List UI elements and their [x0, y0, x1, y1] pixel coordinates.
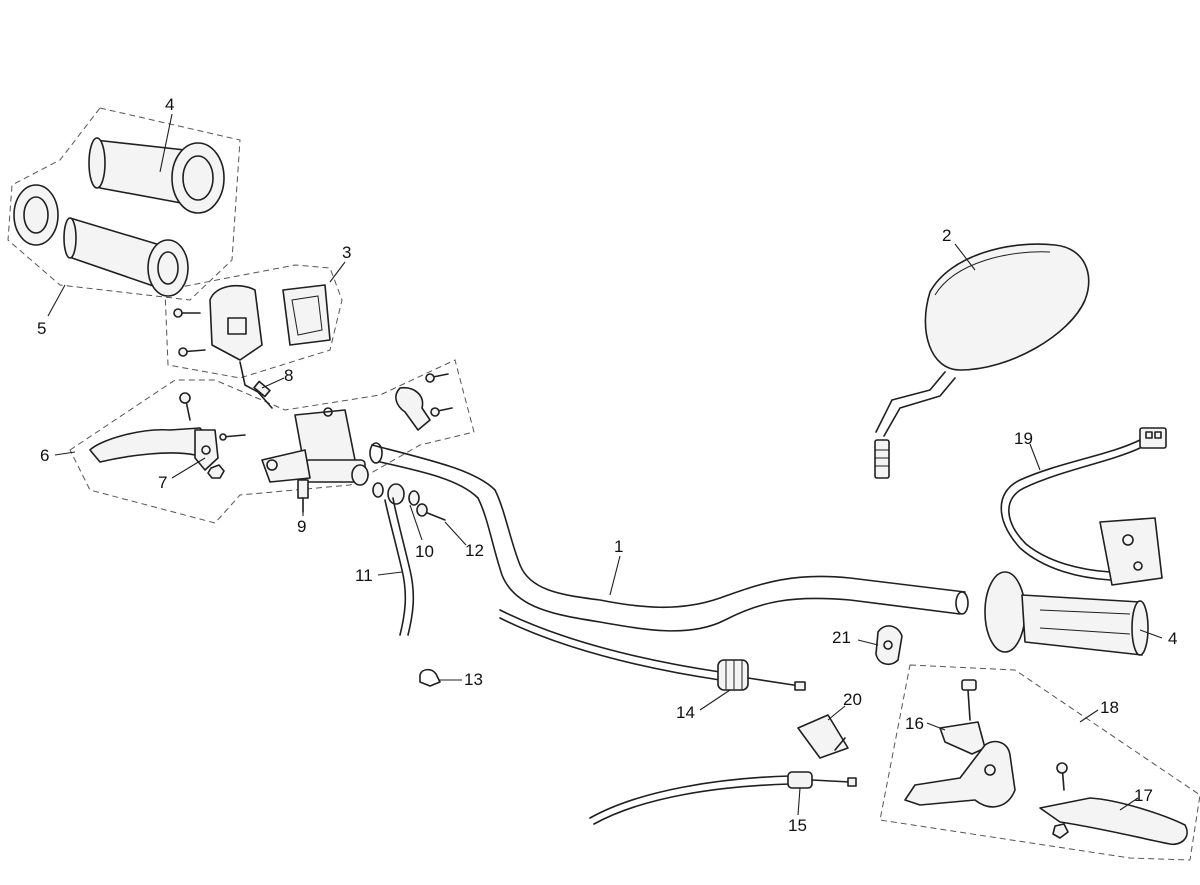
clutch-lever-bracket[interactable]	[904, 679, 1016, 808]
group-outline-left-lever	[69, 359, 475, 524]
leader-16	[926, 722, 946, 731]
leader-17	[1119, 797, 1139, 811]
leader-21	[857, 639, 879, 646]
callout-18: 18	[1100, 698, 1119, 717]
right-switch-assembly[interactable]	[1000, 427, 1167, 586]
group-outline-grips	[7, 107, 241, 301]
callout-14: 14	[676, 703, 695, 722]
clutch-lever[interactable]	[1039, 762, 1188, 846]
callout-3: 3	[342, 243, 351, 262]
master-cylinder-clamp[interactable]	[395, 373, 453, 431]
clutch-clamp[interactable]	[875, 625, 903, 666]
leader-5	[47, 284, 66, 317]
banjo-bolt[interactable]	[416, 503, 446, 521]
leader-19	[1029, 443, 1041, 471]
callout-10: 10	[415, 542, 434, 561]
grip-ring[interactable]	[13, 184, 59, 246]
leader-4a	[159, 113, 173, 173]
leader-20	[827, 705, 846, 721]
leader-15	[797, 787, 801, 816]
callout-4b: 4	[1168, 629, 1177, 648]
brake-master-cylinder[interactable]	[261, 407, 369, 486]
callout-20: 20	[843, 690, 862, 709]
leader-11	[377, 571, 403, 576]
callout-2: 2	[942, 226, 951, 245]
leader-3	[329, 261, 346, 283]
callout-17: 17	[1134, 786, 1153, 805]
leader-18	[1079, 709, 1099, 723]
lever-nut[interactable]	[207, 464, 225, 479]
hose-clip[interactable]	[419, 668, 441, 687]
leader-14	[699, 689, 731, 711]
callout-5: 5	[37, 319, 46, 338]
left-brake-lever[interactable]	[89, 427, 219, 471]
callout-11: 11	[355, 566, 373, 585]
callout-21: 21	[832, 628, 851, 647]
lever-adjuster-screw[interactable]	[219, 433, 246, 441]
left-grip[interactable]	[88, 137, 225, 214]
leader-10	[409, 504, 423, 541]
clutch-cable[interactable]	[589, 771, 857, 825]
callout-8: 8	[284, 366, 293, 385]
brake-hose[interactable]	[384, 497, 415, 636]
leader-4b	[1139, 629, 1163, 639]
leader-2	[954, 243, 976, 271]
callout-1: 1	[614, 537, 623, 556]
callout-15: 15	[788, 816, 807, 835]
callout-9: 9	[297, 517, 306, 536]
mirror[interactable]	[874, 243, 1090, 479]
right-grip[interactable]	[984, 571, 1149, 656]
cable-boot[interactable]	[797, 714, 849, 759]
leader-7	[171, 457, 206, 479]
callout-12: 12	[465, 541, 484, 560]
callout-19: 19	[1014, 429, 1033, 448]
throttle-tube[interactable]	[63, 217, 189, 297]
left-switch-housing[interactable]	[173, 284, 331, 361]
leader-6	[54, 451, 76, 456]
callout-13: 13	[464, 670, 483, 689]
leader-8	[261, 377, 285, 389]
lever-pivot-bolt[interactable]	[179, 392, 191, 421]
callout-4a: 4	[165, 95, 174, 114]
sealing-washer[interactable]	[372, 482, 420, 506]
callout-7: 7	[158, 473, 167, 492]
group-outline-right-lever	[879, 664, 1200, 861]
leader-12	[444, 521, 467, 546]
throttle-cable[interactable]	[499, 609, 806, 691]
brake-switch[interactable]	[239, 361, 273, 409]
handlebar[interactable]	[369, 442, 969, 632]
callout-16: 16	[905, 714, 924, 733]
callout-6: 6	[40, 446, 49, 465]
leader-1	[609, 555, 621, 596]
